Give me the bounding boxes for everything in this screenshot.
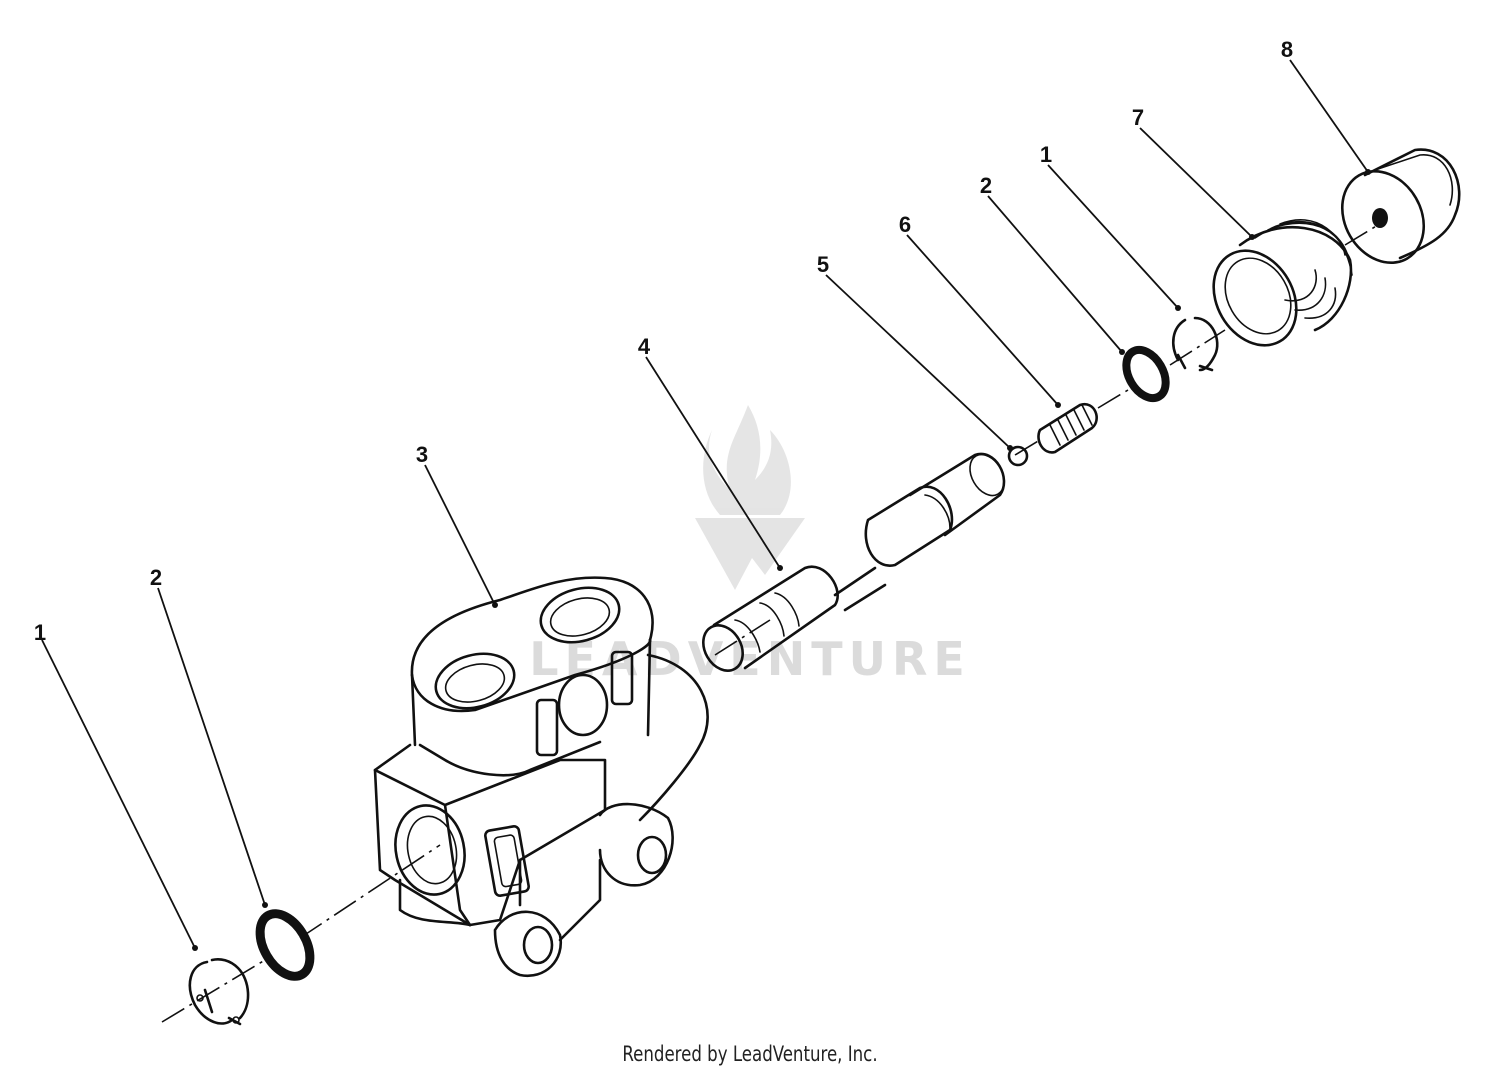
callout-2-right: 2 bbox=[980, 173, 992, 198]
retaining-ring-left bbox=[188, 957, 250, 1026]
watermark-flame-logo bbox=[695, 405, 805, 590]
o-ring-right bbox=[1122, 345, 1170, 403]
valve-spool bbox=[702, 452, 1006, 672]
end-cap bbox=[1340, 148, 1461, 265]
callout-8: 8 bbox=[1281, 37, 1293, 62]
o-ring-left bbox=[255, 909, 315, 981]
callout-4: 4 bbox=[638, 334, 651, 359]
callout-3: 3 bbox=[416, 442, 428, 467]
callout-2-left: 2 bbox=[150, 565, 162, 590]
check-ball bbox=[1007, 445, 1029, 467]
small-spring bbox=[1037, 402, 1098, 454]
assembly-axis bbox=[161, 224, 1379, 1023]
render-credit: Rendered by LeadVenture, Inc. bbox=[622, 1042, 878, 1066]
large-spring bbox=[1212, 219, 1353, 347]
callout-7: 7 bbox=[1132, 105, 1144, 130]
callout-1-left: 1 bbox=[34, 620, 46, 645]
retaining-ring-right bbox=[1171, 316, 1219, 372]
valve-body bbox=[373, 576, 709, 978]
callout-1-right: 1 bbox=[1040, 142, 1052, 167]
callout-dots bbox=[192, 169, 1371, 951]
callout-5: 5 bbox=[817, 252, 829, 277]
leadventure-watermark: LEADVENTURE bbox=[529, 405, 971, 686]
callout-6: 6 bbox=[899, 212, 911, 237]
callout-leaders bbox=[41, 59, 1369, 949]
callout-labels: 1 2 3 4 5 6 2 1 7 8 bbox=[34, 37, 1293, 645]
watermark-text: LEADVENTURE bbox=[529, 632, 971, 686]
